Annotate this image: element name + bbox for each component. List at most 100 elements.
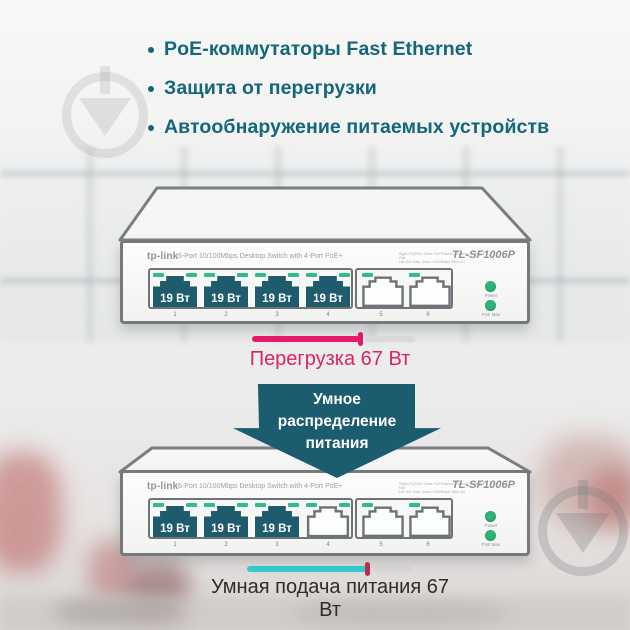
port-led-tick-icon — [409, 273, 420, 277]
power-led-icon — [485, 511, 496, 522]
port-number: 1 — [173, 312, 177, 318]
rj45-poe-port-icon: 19 Вт — [255, 276, 299, 307]
fine-print-line: Right LED(PoE): Green: PoE Powered, Flas… — [399, 252, 485, 260]
uplink-port-6 — [409, 502, 451, 537]
rj45-poe-port-icon: 19 Вт — [204, 276, 248, 307]
tp-link-logo: tp-link — [147, 481, 179, 492]
port-number: 2 — [224, 312, 228, 318]
rj45-poe-port-icon: 19 Вт — [204, 506, 248, 537]
port-power-label: 19 Вт — [262, 293, 292, 305]
poe-port-2: 19 Вт — [204, 502, 248, 537]
port-number: 4 — [326, 542, 330, 548]
bullet-dot-icon — [148, 85, 154, 92]
poe-max-led-label: PoE Max — [481, 312, 501, 317]
port-number: 5 — [379, 542, 383, 548]
fine-print-line: Right LED(PoE): Green: PoE Powered, Flas… — [399, 482, 485, 490]
model-number: TL-SF1006P — [452, 249, 515, 261]
overload-bar-rest — [365, 336, 415, 342]
port-number: 6 — [426, 312, 430, 318]
overload-bar-marker-icon — [358, 332, 363, 346]
poe-port-2: 19 Вт — [204, 272, 248, 307]
port-led-tick-icon — [186, 503, 197, 507]
poe-port-section: 19 Вт 19 Вт 19 Вт — [148, 498, 353, 539]
port-led-tick-icon — [362, 273, 373, 277]
poe-port-1: 19 Вт — [153, 272, 197, 307]
port-led-tick-icon — [186, 273, 197, 277]
background-window-frame — [0, 171, 630, 176]
rj45-empty-port-icon — [409, 276, 451, 307]
port-power-label: 19 Вт — [262, 523, 292, 535]
fine-print: Right LED(PoE): Green: PoE Powered, Flas… — [399, 252, 489, 264]
port-led-tick-icon — [306, 273, 317, 277]
port-led-tick-icon — [362, 503, 373, 507]
overload-bar-fill — [252, 336, 360, 342]
watermark-circle — [538, 486, 628, 576]
port-led-tick-icon — [339, 503, 350, 507]
poe-max-led-icon — [485, 300, 496, 311]
background-blur-blob — [0, 452, 62, 572]
watermark-arrow-head — [556, 513, 610, 553]
smart-power-label: Умная подача питания 67 Вт — [211, 576, 449, 621]
background-blur-blob — [0, 596, 630, 630]
overload-progress-bar — [252, 332, 415, 346]
port-led-tick-icon — [409, 503, 420, 507]
port-number: 2 — [224, 542, 228, 548]
port-power-label: 19 Вт — [211, 523, 241, 535]
switch-description: 6-Port 10/100Mbps Desktop Switch with 4-… — [178, 483, 343, 490]
poe-port-section: 19 Вт 19 Вт 19 Вт 19 Вт — [148, 268, 353, 309]
feature-item: Автообнаружение питаемых устройств — [148, 116, 549, 139]
poe-port-4: 19 Вт — [306, 272, 350, 307]
port-led-tick-icon — [204, 273, 215, 277]
smart-bar-rest — [373, 566, 413, 572]
watermark-arrow-head — [79, 98, 131, 136]
tp-link-logo: tp-link — [147, 251, 179, 262]
port-led-tick-icon — [204, 503, 215, 507]
port-number: 1 — [173, 542, 177, 548]
arrow-text-line: питания — [305, 435, 369, 452]
rj45-poe-port-icon: 19 Вт — [153, 276, 197, 307]
poe-port-4-empty — [306, 502, 350, 537]
port-number: 4 — [326, 312, 330, 318]
poe-max-led-icon — [485, 530, 496, 541]
switch-top-front-panel: tp-link 6-Port 10/100Mbps Desktop Switch… — [120, 240, 530, 324]
poe-port-3: 19 Вт — [255, 272, 299, 307]
smart-bar-fill — [247, 566, 367, 572]
circle-down-arrow-watermark-icon — [62, 66, 148, 158]
port-led-tick-icon — [237, 273, 248, 277]
port-power-label: 19 Вт — [211, 293, 241, 305]
fine-print: Right LED(PoE): Green: PoE Powered, Flas… — [399, 482, 489, 494]
port-led-tick-icon — [153, 503, 164, 507]
port-led-tick-icon — [339, 273, 350, 277]
feature-label: Защита от перегрузки — [164, 77, 377, 99]
power-led-label: Power — [484, 293, 498, 298]
uplink-port-5 — [362, 272, 404, 307]
port-led-tick-icon — [153, 273, 164, 277]
rj45-poe-port-icon: 19 Вт — [153, 506, 197, 537]
port-led-tick-icon — [288, 503, 299, 507]
switch-description: 6-Port 10/100Mbps Desktop Switch with 4-… — [178, 253, 343, 260]
watermark-circle — [62, 72, 148, 158]
rj45-empty-port-icon — [306, 506, 350, 537]
port-number: 5 — [379, 312, 383, 318]
port-led-tick-icon — [237, 503, 248, 507]
uplink-port-5 — [362, 502, 404, 537]
port-led-tick-icon — [288, 273, 299, 277]
switch-bottom-front-panel: tp-link 6-Port 10/100Mbps Desktop Switch… — [120, 470, 530, 556]
smart-power-progress-bar — [247, 562, 413, 576]
power-led-icon — [485, 281, 496, 292]
circle-down-arrow-watermark-icon — [538, 480, 628, 576]
bullet-dot-icon — [148, 46, 154, 53]
port-power-label: 19 Вт — [160, 293, 190, 305]
uplink-port-section — [355, 498, 453, 539]
rj45-poe-port-icon: 19 Вт — [255, 506, 299, 537]
feature-list: PoE-коммутаторы Fast Ethernet Защита от … — [148, 38, 549, 155]
smart-bar-marker-icon — [365, 562, 370, 576]
bullet-dot-icon — [148, 124, 154, 131]
port-led-tick-icon — [255, 273, 266, 277]
fine-print-line: Left LED: Data, Green: 10/100Mbps, Blink… — [399, 490, 465, 494]
overload-label: Перегрузка 67 Вт — [249, 348, 411, 370]
arrow-text-line: распределение — [277, 413, 397, 430]
port-number: 3 — [275, 312, 279, 318]
feature-label: Автообнаружение питаемых устройств — [164, 116, 550, 138]
poe-port-1: 19 Вт — [153, 502, 197, 537]
